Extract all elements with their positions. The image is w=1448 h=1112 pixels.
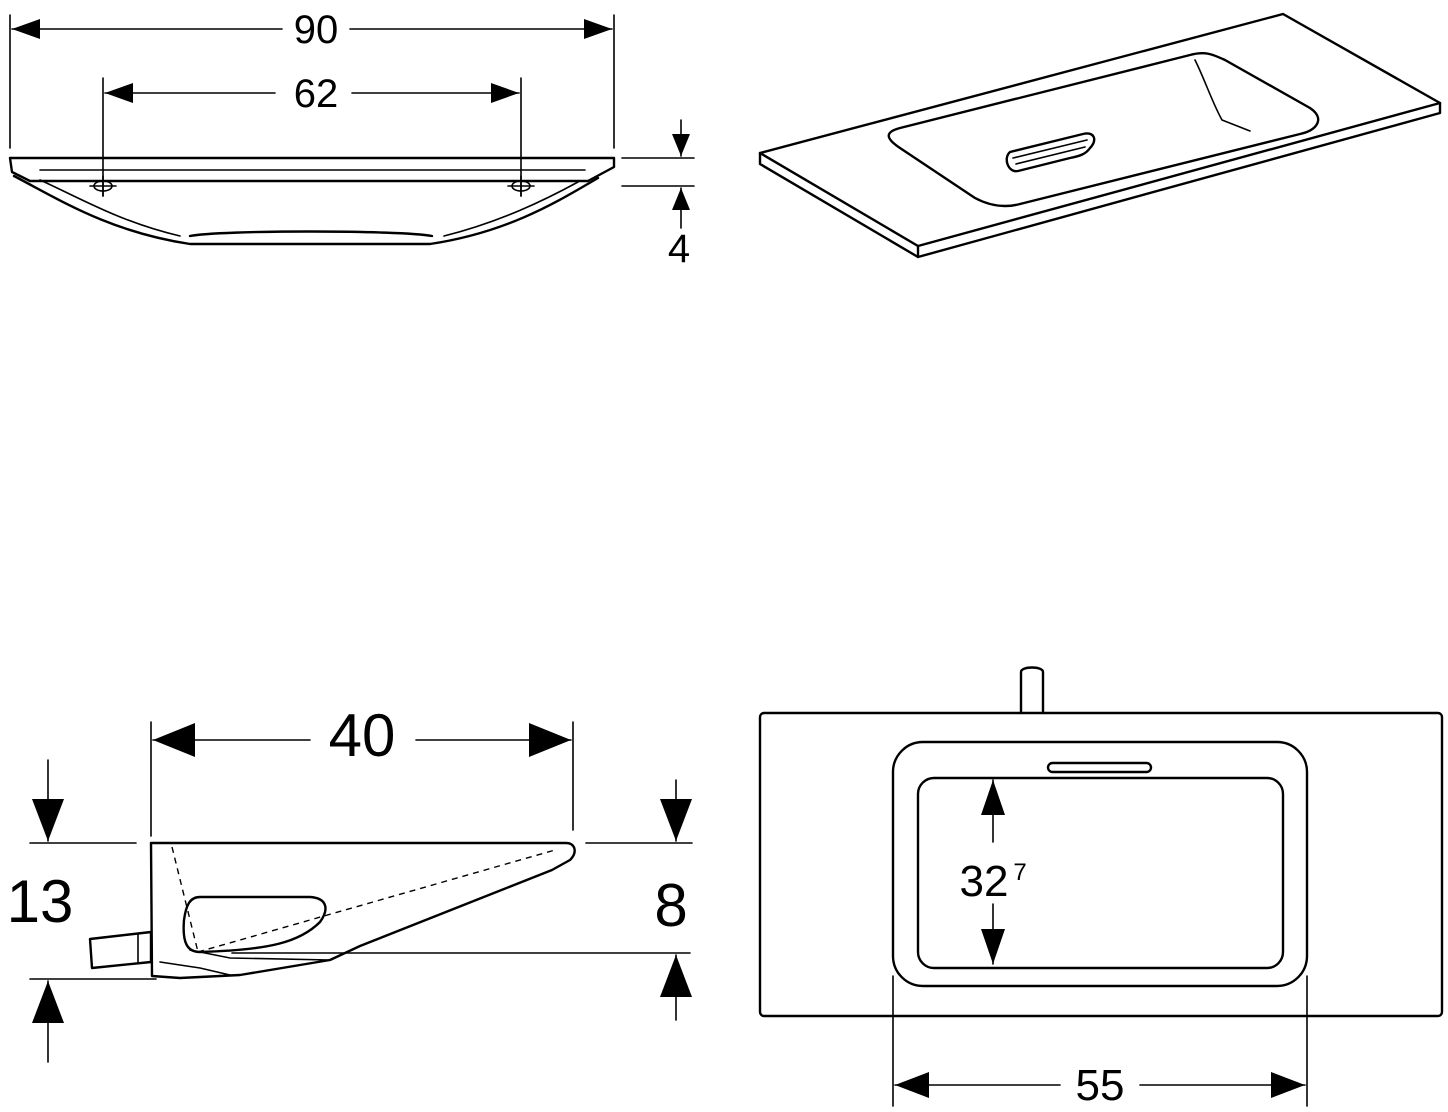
dimension-slab-thickness: 4: [621, 119, 695, 271]
arrow-up-icon: [981, 780, 1005, 815]
arrow-up-icon: [672, 188, 690, 210]
basin-rim: [887, 52, 1320, 208]
slab-thickness-label: 4: [668, 227, 690, 271]
basin-width-label: 55: [1076, 1061, 1125, 1110]
front-view: 90 62: [8, 8, 695, 271]
arrow-down-icon: [981, 929, 1005, 964]
arrow-left-icon: [105, 83, 133, 103]
basin-depth-label: 32: [960, 857, 1009, 906]
dimension-hole-spacing: 62: [104, 72, 520, 116]
dimension-front-height: 8: [585, 779, 693, 1021]
arrow-left-icon: [153, 723, 195, 757]
overall-width-label: 90: [294, 8, 339, 52]
washbasin-front-profile: [8, 156, 616, 246]
dimension-depth: 40: [152, 702, 572, 769]
arrow-up-icon: [32, 981, 64, 1023]
overflow-slot-icon: [1046, 761, 1153, 774]
arrow-down-icon: [672, 134, 690, 156]
arrow-right-icon: [491, 83, 519, 103]
arrow-left-icon: [12, 19, 40, 39]
dimension-basin-depth: 32 7: [960, 779, 1027, 965]
arrow-down-icon: [32, 799, 64, 841]
arrow-up-icon: [660, 955, 692, 997]
basin-inner-bowl: [916, 776, 1285, 970]
perspective-view: [758, 12, 1442, 259]
mounting-hole-left-icon: [89, 175, 117, 197]
washbasin-side-profile: [88, 841, 691, 980]
drain-pipe-icon: [88, 930, 153, 970]
basin-outer-rim: [891, 740, 1309, 988]
countertop-outline: [758, 711, 1444, 1018]
basin-inner-edge: [1194, 59, 1251, 132]
mounting-hole-right-icon: [507, 175, 535, 197]
arrow-left-icon: [895, 1072, 929, 1098]
overflow-slot-icon: [1005, 132, 1096, 173]
dimension-overall-width: 90: [11, 8, 613, 52]
arrow-right-icon: [1271, 1072, 1305, 1098]
top-view: 32 7 55: [758, 666, 1444, 1110]
hole-spacing-label: 62: [294, 72, 339, 116]
total-height-label: 13: [7, 868, 74, 935]
dimension-total-height: 13: [7, 759, 157, 1063]
arrow-right-icon: [529, 723, 571, 757]
front-height-label: 8: [654, 872, 687, 939]
arrow-right-icon: [584, 19, 612, 39]
basin-depth-superscript: 7: [1013, 859, 1026, 886]
dimension-basin-width: 55: [894, 1061, 1306, 1110]
tap-hole-icon: [1019, 666, 1045, 715]
side-view: 40 13: [7, 702, 693, 1063]
countertop-slab: [758, 12, 1442, 259]
depth-label: 40: [329, 702, 396, 769]
arrow-down-icon: [660, 799, 692, 841]
